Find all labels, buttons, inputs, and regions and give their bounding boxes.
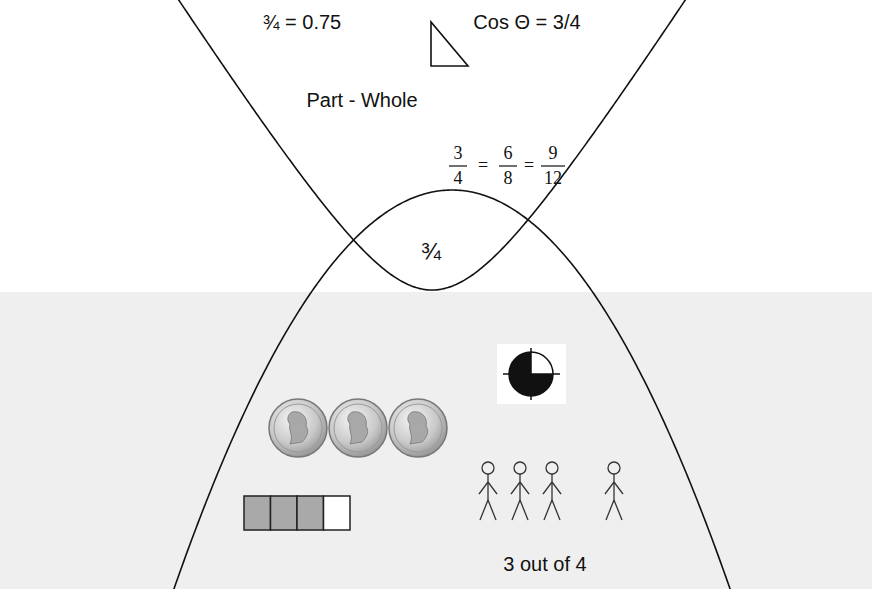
denominator: 8 bbox=[504, 169, 513, 189]
lower-ground bbox=[0, 292, 872, 589]
numerator: 3 bbox=[454, 144, 463, 164]
numerator: 6 bbox=[504, 144, 513, 164]
count-label: 3 out of 4 bbox=[503, 553, 586, 575]
pie-icon bbox=[497, 344, 566, 404]
coins bbox=[269, 399, 447, 457]
denominator: 12 bbox=[544, 169, 562, 189]
bar-model bbox=[244, 496, 350, 530]
denominator: 4 bbox=[454, 169, 463, 189]
numerator: 9 bbox=[549, 144, 558, 164]
upper-curve bbox=[170, 0, 700, 290]
decimal-equation: ¾ = 0.75 bbox=[263, 11, 341, 33]
stick-figures bbox=[479, 462, 623, 520]
equals-sign: = bbox=[524, 156, 534, 176]
fraction-bars bbox=[449, 165, 565, 166]
lower-curve bbox=[160, 190, 750, 589]
triangle-icon bbox=[431, 22, 468, 66]
interpretation-label: Part - Whole bbox=[306, 89, 417, 111]
trig-equation: Cos Θ = 3/4 bbox=[473, 11, 580, 33]
central-fraction: ¾ bbox=[421, 239, 441, 265]
equals-sign: = bbox=[478, 156, 488, 176]
